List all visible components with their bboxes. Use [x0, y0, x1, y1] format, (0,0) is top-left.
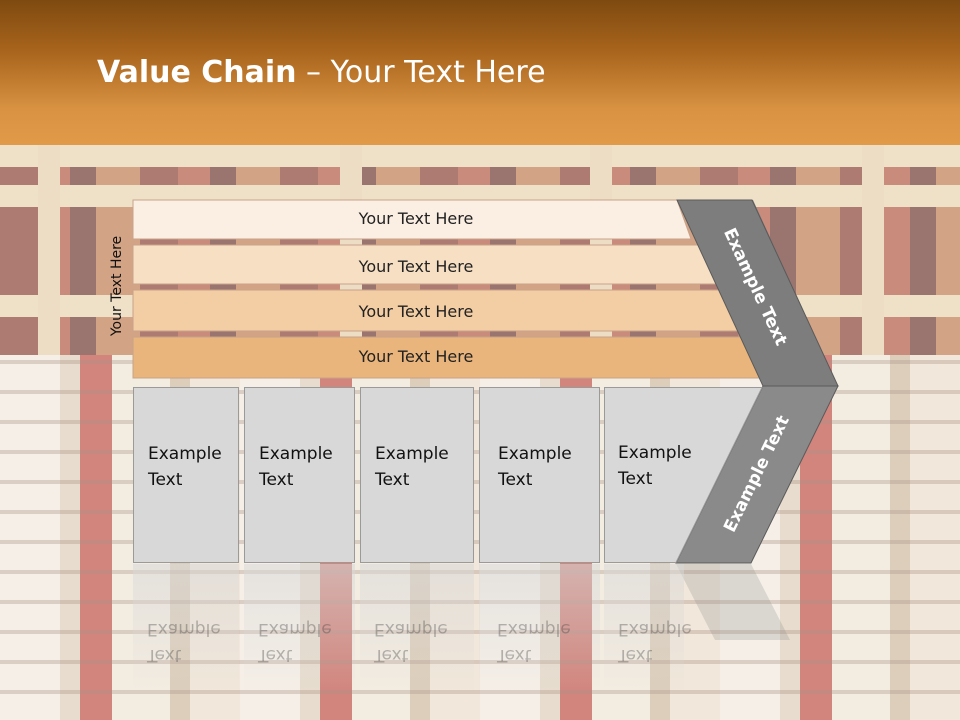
box-line: Example	[147, 619, 221, 639]
band-label: Your Text Here	[358, 209, 474, 228]
title-bold: Value Chain	[97, 55, 297, 90]
box-line: Example	[498, 444, 572, 464]
reflection-text: Text Example	[497, 616, 589, 668]
slide-title[interactable]: Value Chain – Your Text Here	[97, 55, 546, 90]
box-line: Text	[148, 470, 183, 490]
box-reflection: Text Example	[133, 564, 239, 694]
shelf-beam	[0, 145, 960, 167]
box-reflection: Text Example	[604, 564, 692, 694]
band-label: Your Text Here	[358, 302, 474, 321]
reflection-text: Text Example	[147, 616, 239, 668]
box-line: Example	[497, 619, 571, 639]
box-line: Text	[258, 645, 293, 665]
box-line: Text	[618, 645, 653, 665]
box-line: Text	[497, 645, 532, 665]
shelf-post	[862, 145, 884, 375]
box-line: Example	[258, 619, 332, 639]
box-line: Text	[374, 645, 409, 665]
box-line: Example	[618, 443, 692, 463]
box-line: Text	[618, 469, 653, 489]
reflection-text: Text Example	[258, 616, 350, 668]
arrow-bottom-reflection	[676, 564, 790, 640]
box-line: Text	[147, 645, 182, 665]
box-reflection: Text Example	[479, 564, 600, 694]
band-shape[interactable]	[132, 199, 692, 240]
box-line: Example	[148, 444, 222, 464]
title-rest: – Your Text Here	[296, 55, 546, 90]
reflection-text: Text Example	[618, 616, 710, 668]
reflection-text: Text Example	[374, 616, 466, 668]
box-reflection: Text Example	[244, 564, 355, 694]
box-line: Text	[498, 470, 533, 490]
shelf-post	[38, 145, 60, 375]
box-line: Text	[375, 470, 410, 490]
box-line: Example	[259, 444, 333, 464]
title-bar: Value Chain – Your Text Here	[0, 0, 960, 145]
box-line: Example	[374, 619, 448, 639]
box-line: Example	[618, 619, 692, 639]
band-label: Your Text Here	[358, 347, 474, 366]
box-line: Example	[375, 444, 449, 464]
box-reflection: Text Example	[360, 564, 474, 694]
activity-box-shape	[604, 387, 763, 563]
band-label: Your Text Here	[358, 257, 474, 276]
box-line: Text	[259, 470, 294, 490]
